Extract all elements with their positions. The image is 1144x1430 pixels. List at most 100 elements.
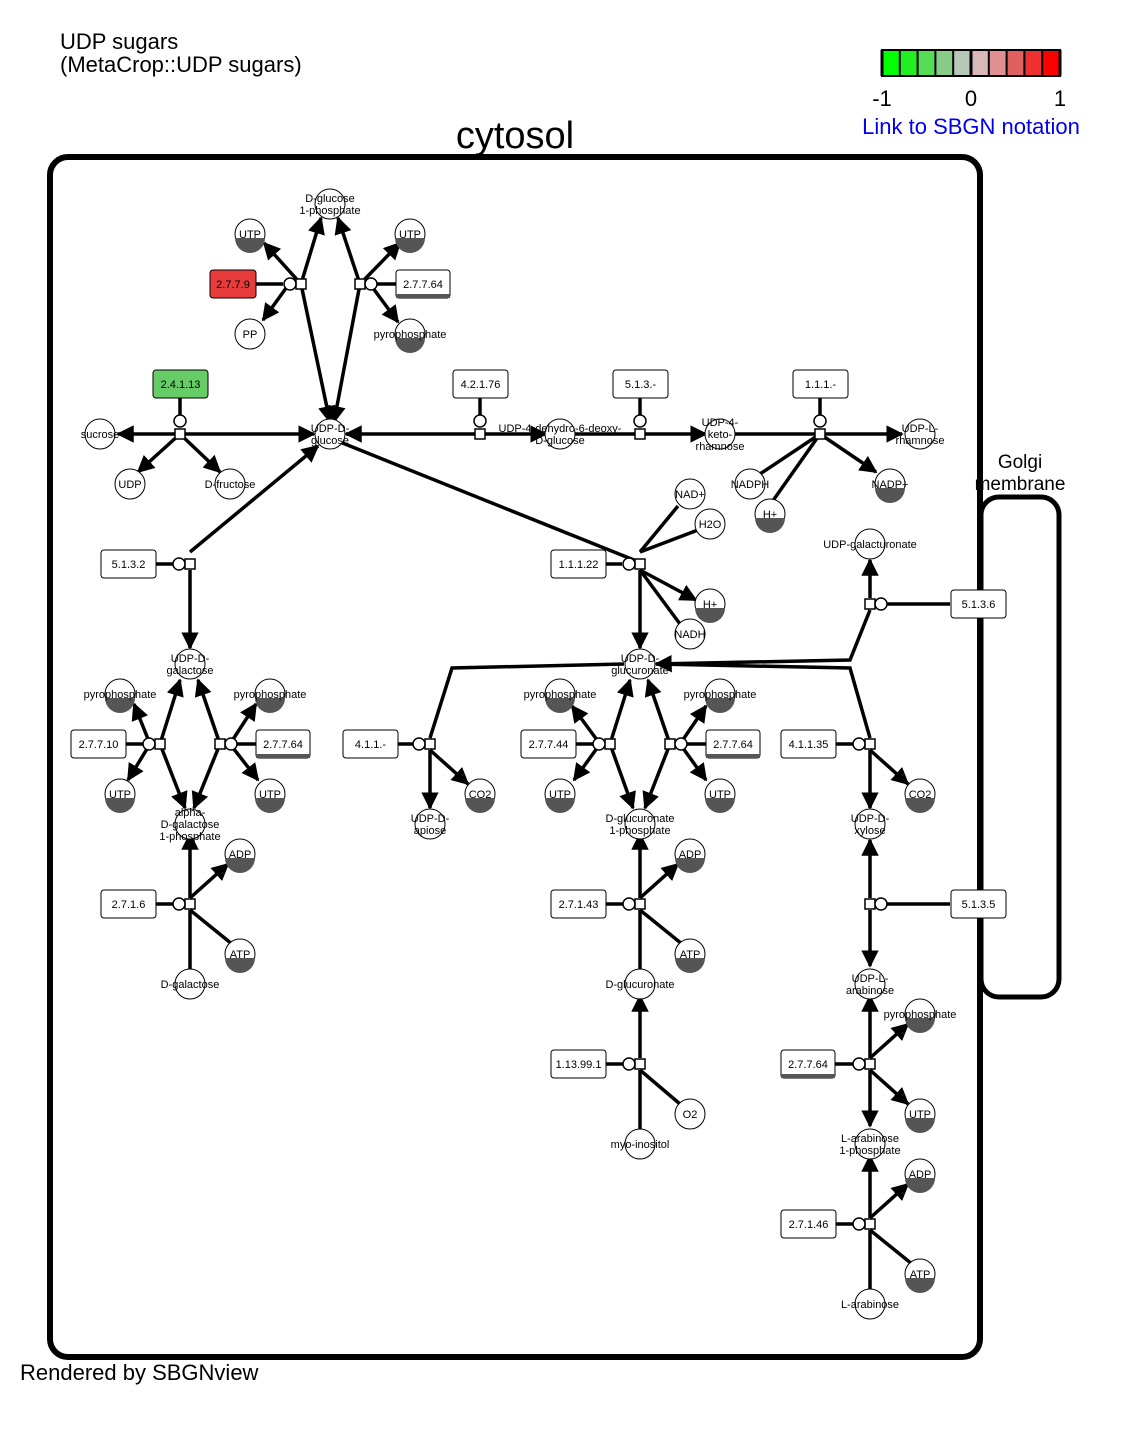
legend-color-cell	[953, 50, 971, 76]
metabolite-label: UTP	[549, 789, 571, 801]
metabolite-label: pyrophosphate	[524, 689, 597, 701]
metabolite-label: UDP-L-	[852, 973, 889, 985]
metabolite-label: D-galactose	[161, 979, 220, 991]
metabolite-nodes: D-glucose1-phosphateUTPPPUTPpyrophosphat…	[81, 188, 957, 1320]
metabolite-udp: UDP	[114, 468, 146, 500]
metabolite-label: arabinose	[846, 985, 894, 997]
enzyme-label: 2.7.1.43	[559, 899, 599, 911]
enzyme-4-2-1-76: 4.2.1.76	[452, 369, 509, 399]
enzyme-2-4-1-13: 2.4.1.13	[152, 369, 209, 399]
metabolite-pyrophosphate: pyrophosphate	[524, 678, 597, 713]
metabolite-h-plus: H+	[754, 498, 786, 533]
metabolite-utp: UTP	[904, 1098, 936, 1133]
legend-tick-mid: 0	[965, 86, 977, 111]
enzyme-label: 4.2.1.76	[461, 379, 501, 391]
metabolite-pp: PP	[234, 318, 266, 350]
enzyme-label: 5.1.3.2	[112, 559, 146, 571]
legend-color-cell	[971, 50, 989, 76]
metabolite-label: NADP+	[872, 479, 909, 491]
process-node	[622, 557, 646, 571]
metabolite-label: xylose	[854, 825, 885, 837]
enzyme-label: 2.7.7.44	[529, 739, 569, 751]
metabolite-o2: O2	[674, 1098, 706, 1130]
metabolite-nadh: NADH	[674, 618, 706, 650]
metabolite-nad: NAD+	[674, 478, 706, 510]
metabolite-label: pyrophosphate	[884, 1009, 957, 1021]
metabolite-label: H+	[703, 599, 717, 611]
metabolite-label: D-glucuronate	[605, 979, 674, 991]
metabolite-label: D-glucose	[305, 193, 355, 205]
metabolite-label: 1-phosphate	[299, 205, 360, 217]
metabolite-label: ATP	[230, 949, 251, 961]
enzyme-2-7-1-43: 2.7.1.43	[550, 889, 607, 919]
metabolite-glucuronate: D-glucuronate	[605, 968, 675, 1000]
process-node	[813, 414, 827, 440]
process-node	[864, 597, 888, 611]
metabolite-utp: UTP	[704, 778, 736, 813]
legend-tick-min: -1	[872, 86, 892, 111]
process-node	[283, 277, 307, 291]
metabolite-label: UTP	[909, 1109, 931, 1121]
metabolite-label: ATP	[910, 1269, 931, 1281]
metabolite-label: UDP-D-	[851, 813, 890, 825]
metabolite-label: NADH	[674, 629, 705, 641]
enzyme-label: 2.7.1.6	[112, 899, 146, 911]
golgi-label-line1: Golgi	[998, 452, 1042, 473]
metabolite-label: sucrose	[81, 429, 120, 441]
enzyme-label: 1.13.99.1	[556, 1059, 602, 1071]
metabolite-pyrophosphate: pyrophosphate	[884, 998, 957, 1033]
enzyme-2-7-7-64: 2.7.7.64	[780, 1049, 836, 1079]
metabolite-label: UDP-D-	[171, 653, 210, 665]
metabolite-label: UDP-4-dehydro-6-deoxy-	[499, 423, 622, 435]
enzyme-2-7-7-44: 2.7.7.44	[520, 729, 577, 759]
metabolite-label: 1-phosphate	[839, 1145, 900, 1157]
legend-tick-max: 1	[1054, 86, 1066, 111]
metabolite-pyrophosphate: pyrophosphate	[374, 318, 446, 353]
metabolite-label: 1-phosphate	[159, 831, 220, 843]
process-node	[412, 737, 436, 751]
metabolite-label: UTP	[109, 789, 131, 801]
enzyme-label: 2.7.7.64	[263, 739, 303, 751]
process-node	[214, 737, 238, 751]
metabolite-label: galactose	[166, 665, 213, 677]
metabolite-label: ATP	[680, 949, 701, 961]
metabolite-label: UDP-D-	[311, 423, 350, 435]
metabolite-co2: CO2	[464, 778, 496, 813]
process-node	[173, 414, 187, 440]
metabolite-label: alpha-	[175, 807, 206, 819]
metabolite-label: myo-inositol	[611, 1139, 670, 1151]
color-legend: -1 0 1	[872, 49, 1066, 111]
enzyme-label: 1.1.1.-	[805, 379, 837, 391]
metabolite-udp-arabinose: UDP-L-arabinose	[846, 968, 894, 1000]
metabolite-arabinose: L-arabinose	[841, 1288, 899, 1320]
process-node	[622, 897, 646, 911]
metabolite-utp: UTP	[104, 778, 136, 813]
metabolite-galactose: D-galactose	[161, 968, 220, 1000]
metabolite-udp-galactose: UDP-D-galactose	[166, 648, 214, 680]
metabolite-h2o: H2O	[694, 508, 726, 540]
metabolite-label: D-galactose	[161, 819, 220, 831]
pathway-title: UDP sugars	[60, 29, 178, 54]
metabolite-label: L-arabinose	[841, 1133, 899, 1145]
enzyme-2-7-7-9: 2.7.7.9	[209, 269, 257, 299]
metabolite-label: pyrophosphate	[84, 689, 157, 701]
enzyme-1-1-1-22: 1.1.1.22	[550, 549, 607, 579]
metabolite-udp-xylose: UDP-D-xylose	[851, 808, 890, 840]
enzyme-5-1-3--: 5.1.3.-	[612, 369, 669, 399]
sbgn-notation-link[interactable]: Link to SBGN notation	[862, 114, 1080, 139]
enzyme-1-13-99-1: 1.13.99.1	[550, 1049, 607, 1079]
metabolite-adp: ADP	[904, 1158, 936, 1193]
metabolite-label: D-glucose	[535, 435, 585, 447]
metabolite-label: UDP	[118, 479, 141, 491]
enzyme-2-7-7-64: 2.7.7.64	[395, 269, 451, 299]
enzyme-4-1-1-35: 4.1.1.35	[780, 729, 837, 759]
process-node	[864, 897, 888, 911]
process-node	[172, 897, 196, 911]
enzyme-label: 4.1.1.35	[789, 739, 829, 751]
enzyme-label: 2.7.7.10	[79, 739, 119, 751]
legend-color-cell	[917, 50, 936, 76]
metabolite-pyrophosphate: pyrophosphate	[84, 678, 157, 713]
